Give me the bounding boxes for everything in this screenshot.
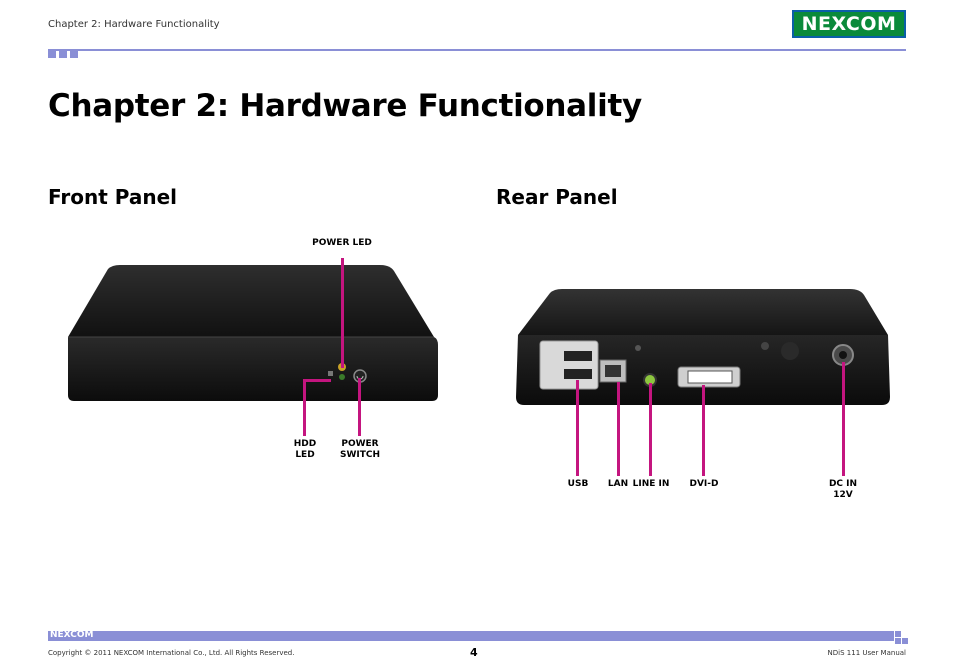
lan-leader [617,382,620,476]
header-square [59,50,67,58]
page-number: 4 [470,646,478,659]
power-led-leader [341,258,344,368]
header-square [70,50,78,58]
power-switch-label-line2: SWITCH [339,450,381,460]
dvi-d-label: DVI-D [689,479,719,489]
usb-label: USB [567,479,589,489]
hdd-led-icon [328,371,333,376]
footer-square [902,638,908,644]
dc-in-label-line1: DC IN [828,479,858,489]
usb-leader [576,380,579,476]
lan-label: LAN [607,479,629,489]
footer-bar [48,631,894,641]
hdd-led-label: HDD LED [285,439,325,461]
line-in-label: LINE IN [632,479,670,489]
footer-square [895,631,901,637]
footer-copyright: Copyright © 2011 NEXCOM International Co… [48,649,295,657]
front-panel-image [68,265,438,401]
rear-panel-image [516,289,890,405]
header-divider [48,49,906,51]
nexcom-logo: NEXCOM [792,10,906,38]
footer-manual-name: NDiS 111 User Manual [827,649,906,657]
page-title: Chapter 2: Hardware Functionality [48,88,642,124]
dvi-d-leader [702,385,705,476]
hdd-led-label-line1: HDD [293,439,317,449]
logo-text: NEXCOM [801,13,897,35]
footer-logo: NEXCOM [50,630,94,640]
front-panel-heading: Front Panel [48,185,178,209]
dc-in-leader [842,362,845,476]
hdd-led-label-line2: LED [295,450,315,460]
header-square [48,50,56,58]
power-switch-label-line1: POWER [341,439,379,449]
power-switch-label: POWER SWITCH [334,439,386,461]
hdd-led-leader-horizontal [303,379,331,382]
usb-port-icon [564,351,592,361]
power-led-label: POWER LED [312,238,372,248]
dc-in-label-line2: 12V [833,490,853,500]
hdd-led-leader [303,380,306,436]
header-chapter-text: Chapter 2: Hardware Functionality [48,19,220,30]
rear-panel-heading: Rear Panel [496,185,618,209]
footer-square [895,638,901,644]
usb-port-icon [564,369,592,379]
dc-in-label: DC IN 12V [822,479,864,501]
power-switch-leader [358,378,361,436]
line-in-leader [649,383,652,476]
